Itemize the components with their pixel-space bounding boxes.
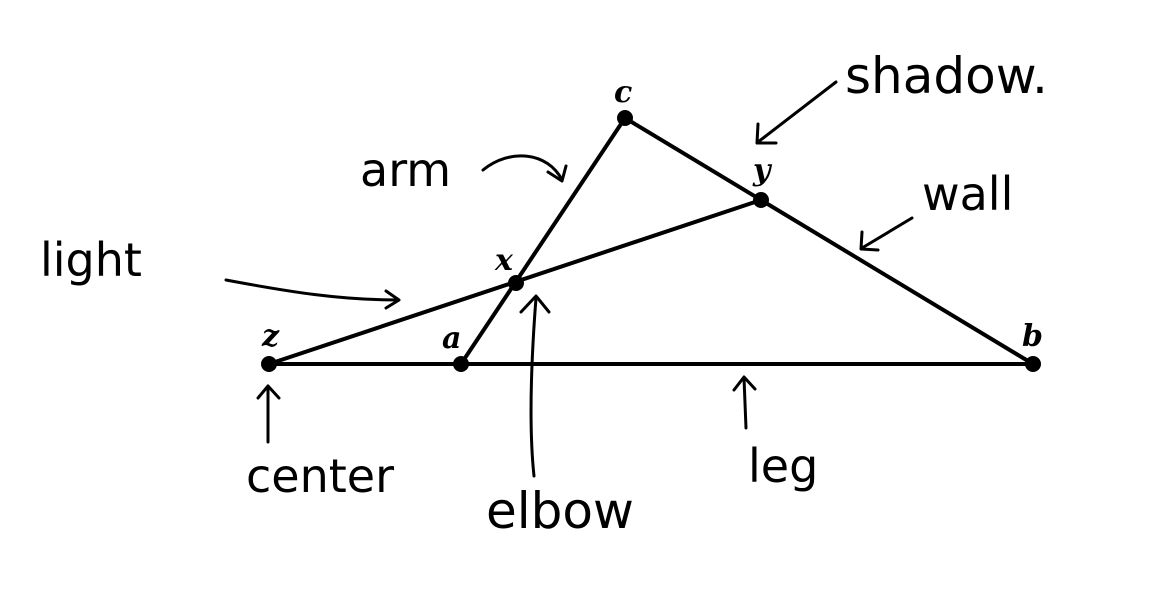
- point-c: [617, 110, 633, 126]
- point-y: [753, 192, 769, 208]
- annotation-wall: wall: [922, 167, 1013, 221]
- segment-ac-arm: [459, 116, 627, 366]
- label-a: a: [442, 321, 461, 356]
- label-z: z: [261, 319, 280, 354]
- point-x: [508, 275, 524, 291]
- point-a: [453, 356, 469, 372]
- label-y: y: [752, 153, 773, 188]
- annotation-light: light: [40, 233, 142, 287]
- arrow-arm-icon: [481, 154, 568, 183]
- arrow-leg-icon: [732, 375, 757, 430]
- annotation-arm: arm: [360, 143, 451, 197]
- annotation-shadow: shadow.: [845, 47, 1048, 105]
- point-b: [1025, 356, 1041, 372]
- arrow-light-icon: [224, 278, 401, 310]
- arrow-shadow-icon: [755, 80, 838, 145]
- annotation-elbow: elbow: [486, 482, 634, 540]
- arrow-elbow-icon: [519, 294, 551, 478]
- label-x: x: [494, 243, 514, 278]
- label-c: c: [614, 75, 632, 110]
- segment-cb-wall: [623, 116, 1035, 366]
- arrow-center-icon: [256, 384, 281, 444]
- point-z: [261, 356, 277, 372]
- label-b: b: [1022, 319, 1043, 354]
- annotation-center: center: [246, 449, 394, 503]
- annotation-leg: leg: [748, 439, 818, 493]
- arrow-wall-icon: [859, 216, 914, 252]
